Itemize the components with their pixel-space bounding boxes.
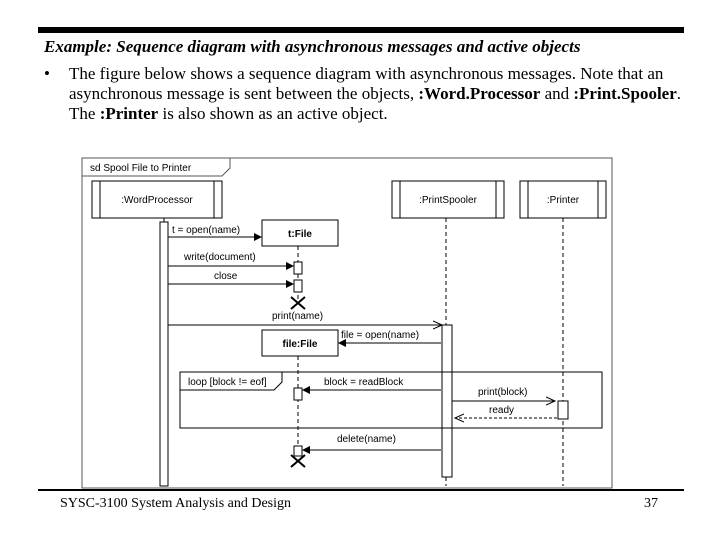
- body-text-run: is also shown as an active object.: [158, 104, 388, 123]
- slide-title: Example: Sequence diagram with asynchron…: [44, 37, 581, 56]
- object-name-emphasis: :Print.Spooler: [573, 84, 677, 103]
- printer-activation: [557, 400, 569, 420]
- frame-label-box: [81, 157, 231, 177]
- message-write-label: write(document): [183, 252, 256, 263]
- message-close-label: close: [214, 271, 238, 282]
- message-open-t-label: t = open(name): [172, 225, 240, 236]
- lifeline-printer: :Printer: [519, 180, 607, 486]
- t-file-label: t:File: [288, 229, 312, 240]
- object-name-emphasis: :Word.Processor: [418, 84, 541, 103]
- file-file-label: file:File: [282, 339, 317, 350]
- top-rule: [38, 27, 684, 33]
- bullet-text: The figure below shows a sequence diagra…: [69, 64, 689, 124]
- footer-course: SYSC-3100 System Analysis and Design: [60, 496, 292, 511]
- loop-label: loop [block != eof]: [188, 377, 267, 388]
- message-print-block-label: print(block): [478, 387, 527, 398]
- message-open-file-label: file = open(name): [341, 330, 419, 341]
- frame-label: sd Spool File to Printer: [90, 163, 192, 174]
- message-delete-label: delete(name): [337, 434, 396, 445]
- body-text-run: The figure below shows a sequence diagra…: [69, 64, 664, 103]
- printer-label: :Printer: [547, 195, 580, 206]
- loop-frame: [179, 371, 603, 429]
- t-file-object: t:File: [261, 219, 339, 310]
- loop-label-box: [179, 371, 283, 391]
- page-number: 37: [644, 496, 658, 511]
- bottom-rule: [38, 489, 684, 491]
- print-spooler-label: :PrintSpooler: [419, 195, 477, 206]
- object-name-emphasis: :Printer: [99, 104, 159, 123]
- bullet-marker: •: [44, 64, 50, 83]
- message-print-label: print(name): [272, 311, 323, 322]
- print-spooler-activation: [441, 324, 453, 478]
- word-processor-label: :WordProcessor: [121, 195, 193, 206]
- body-text-run: and: [540, 84, 574, 103]
- body-text-run: . The: [69, 84, 682, 123]
- file-file-object: file:File: [261, 329, 339, 468]
- lifeline-print-spooler: :PrintSpooler: [391, 180, 505, 486]
- word-processor-activation: [159, 221, 169, 487]
- message-ready-label: ready: [489, 405, 514, 416]
- message-read-block-label: block = readBlock: [324, 377, 404, 388]
